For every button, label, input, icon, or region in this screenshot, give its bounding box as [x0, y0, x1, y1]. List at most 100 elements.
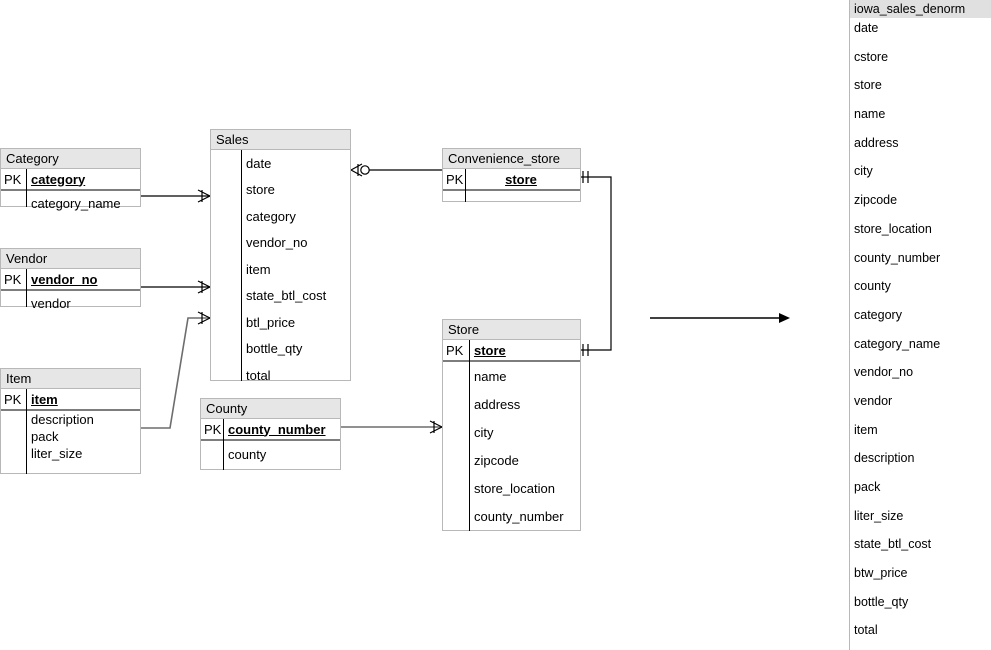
list-item[interactable]: item — [854, 422, 878, 437]
list-item[interactable]: cstore — [854, 49, 889, 64]
entity-sales[interactable]: Sales date store category vendor_no item… — [210, 129, 351, 383]
entity-row[interactable]: description — [1, 411, 140, 428]
relationship-conveniencestore-store — [580, 171, 612, 356]
entity-row-pk[interactable]: PK item — [1, 389, 140, 411]
denorm-column-list: date cstore store name address city zipc… — [850, 18, 991, 649]
key-gutter-divider — [469, 340, 470, 531]
list-item[interactable]: pack — [854, 480, 881, 494]
denorm-table-title: iowa_sales_denorm — [850, 0, 991, 18]
entity-title: Category — [1, 149, 140, 169]
key-flag: PK — [446, 342, 464, 358]
attribute-name: address — [474, 396, 521, 412]
entity-row[interactable]: city — [443, 418, 580, 446]
entity-row[interactable]: address — [443, 390, 580, 418]
attribute-name: vendor_no — [246, 235, 308, 251]
entity-body: PK vendor_no vendor — [1, 269, 140, 311]
entity-title: Sales — [211, 130, 350, 150]
key-gutter-divider — [465, 169, 466, 202]
entity-store[interactable]: Store PK store name address city zipcode… — [442, 319, 581, 531]
key-gutter-divider — [26, 389, 27, 474]
list-item[interactable]: vendor — [854, 393, 893, 408]
entity-row[interactable]: pack — [1, 428, 140, 445]
entity-row-pk[interactable]: PK category — [1, 169, 140, 191]
list-item[interactable]: category — [854, 307, 902, 322]
entity-body: date store category vendor_no item state… — [211, 150, 350, 383]
entity-row[interactable]: total — [211, 362, 350, 389]
list-item[interactable]: description — [854, 451, 915, 466]
entity-row[interactable]: item — [211, 256, 350, 283]
relationship-category-sales — [140, 189, 211, 203]
list-item[interactable]: county_number — [854, 250, 941, 265]
entity-row[interactable]: name — [443, 362, 580, 390]
key-gutter-divider — [26, 169, 27, 207]
attribute-name: bottle_qty — [246, 341, 303, 357]
attribute-name: vendor — [31, 295, 71, 311]
attribute-name: store — [246, 182, 275, 198]
entity-row-pk[interactable]: PK county_number — [201, 419, 340, 441]
entity-row-pk[interactable]: PK store — [443, 340, 580, 362]
entity-title: Vendor — [1, 249, 140, 269]
list-item[interactable]: store — [854, 78, 882, 93]
attribute-name: state_btl_cost — [246, 288, 327, 304]
list-item[interactable]: county — [854, 279, 891, 294]
entity-body: PK county_number county — [201, 419, 340, 470]
entity-row[interactable]: vendor — [1, 291, 140, 315]
attribute-name: category — [31, 171, 86, 187]
entity-row[interactable]: btl_price — [211, 309, 350, 336]
key-gutter-divider — [241, 150, 242, 381]
entity-row[interactable]: liter_size — [1, 445, 140, 462]
list-item[interactable]: vendor_no — [854, 365, 914, 380]
attribute-name: zipcode — [474, 452, 519, 468]
key-gutter-divider — [223, 419, 224, 470]
entity-row[interactable]: vendor_no — [211, 230, 350, 257]
entity-convenience-store[interactable]: Convenience_store PK store — [442, 148, 581, 202]
entity-body: PK item description pack liter_size — [1, 389, 140, 474]
key-flag: PK — [446, 171, 464, 187]
attribute-name: store — [505, 171, 537, 187]
entity-row[interactable]: category — [211, 203, 350, 230]
list-item[interactable]: date — [854, 21, 879, 35]
entity-row[interactable]: state_btl_cost — [211, 283, 350, 310]
entity-title: Convenience_store — [443, 149, 580, 169]
attribute-name: vendor_no — [31, 271, 98, 287]
list-item[interactable]: zipcode — [854, 193, 898, 208]
list-item[interactable]: bottle_qty — [854, 594, 909, 609]
entity-row[interactable]: category_name — [1, 191, 140, 215]
entity-title: Store — [443, 320, 580, 340]
entity-row[interactable]: county — [201, 441, 340, 468]
entity-row[interactable]: store — [211, 177, 350, 204]
list-item[interactable]: state_btl_cost — [854, 537, 932, 552]
entity-row-pk[interactable]: PK store — [443, 169, 580, 191]
entity-row[interactable] — [443, 191, 580, 202]
list-item[interactable]: btw_price — [854, 566, 908, 581]
transform-arrow-icon — [650, 313, 790, 323]
entity-title: County — [201, 399, 340, 419]
attribute-name: liter_size — [31, 446, 83, 461]
attribute-name: btl_price — [246, 314, 296, 330]
list-item[interactable]: name — [854, 107, 886, 122]
entity-row[interactable]: zipcode — [443, 446, 580, 474]
attribute-name: category — [246, 208, 296, 224]
entity-title: Item — [1, 369, 140, 389]
entity-row-pk[interactable]: PK vendor_no — [1, 269, 140, 291]
relationship-sales-conveniencestore — [350, 163, 442, 177]
entity-category[interactable]: Category PK category category_name — [0, 148, 141, 211]
attribute-name: description — [31, 412, 94, 427]
entity-row[interactable]: bottle_qty — [211, 336, 350, 363]
list-item[interactable]: address — [854, 135, 899, 150]
entity-row[interactable]: county_number — [443, 502, 580, 530]
list-item[interactable]: total — [854, 623, 878, 638]
attribute-name: date — [246, 155, 272, 171]
list-item[interactable]: liter_size — [854, 508, 904, 523]
attribute-name: item — [31, 391, 58, 407]
entity-item[interactable]: Item PK item description pack liter_size — [0, 368, 141, 474]
entity-vendor[interactable]: Vendor PK vendor_no vendor — [0, 248, 141, 311]
entity-body: PK category category_name — [1, 169, 140, 211]
list-item[interactable]: store_location — [854, 221, 932, 236]
attribute-name: store — [474, 342, 506, 358]
entity-row[interactable]: store_location — [443, 474, 580, 502]
list-item[interactable]: city — [854, 164, 873, 179]
list-item[interactable]: category_name — [854, 336, 941, 351]
entity-county[interactable]: County PK county_number county — [200, 398, 341, 470]
entity-row[interactable]: date — [211, 150, 350, 177]
